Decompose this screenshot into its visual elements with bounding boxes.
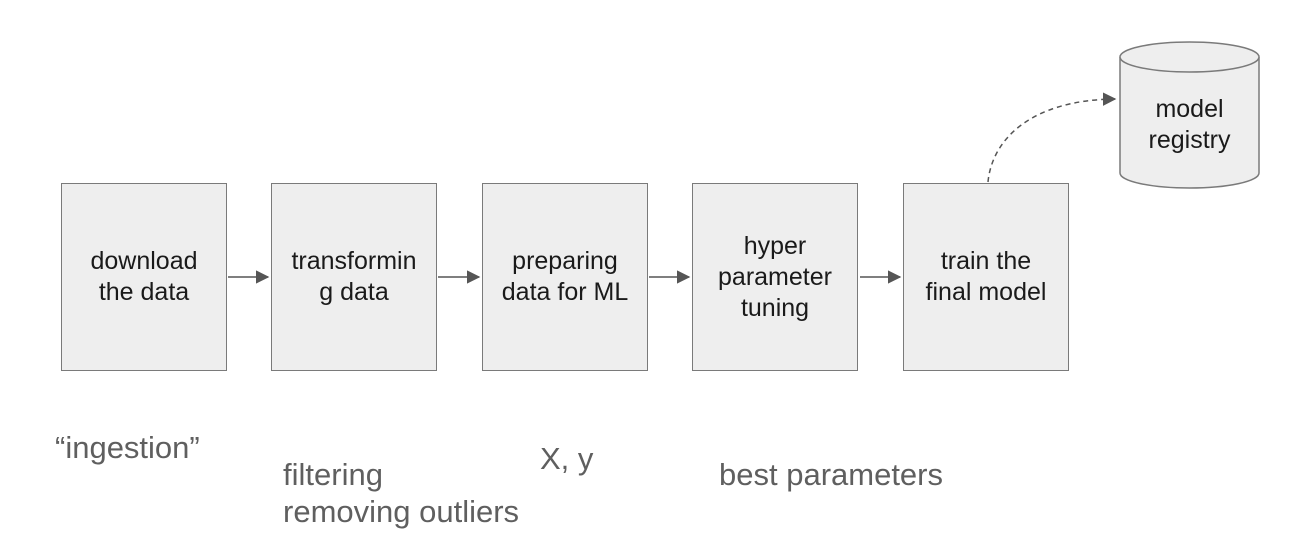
step-label: download the data [90,247,198,306]
note-best-parameters: best parameters [719,457,943,492]
step-hyperparameter-tuning: hyper parameter tuning [692,183,858,371]
step-label: preparing data for ML [501,247,629,306]
step-download-data: download the data [61,183,227,371]
model-registry-label: model registry [1148,95,1231,154]
arrow-train-to-registry [987,92,1117,183]
model-registry-cylinder [1119,41,1260,189]
step-preparing-data: preparing data for ML [482,183,648,371]
note-ingestion: “ingestion” [55,430,200,465]
step-label: transformin g data [291,247,417,306]
step-train-final-model: train the final model [903,183,1069,371]
note-x-y: X, y [540,441,594,476]
note-filtering: filtering removing outliers [283,457,520,529]
step-transforming-data: transformin g data [271,183,437,371]
step-label: hyper parameter tuning [718,231,832,322]
step-label: train the final model [925,247,1047,306]
